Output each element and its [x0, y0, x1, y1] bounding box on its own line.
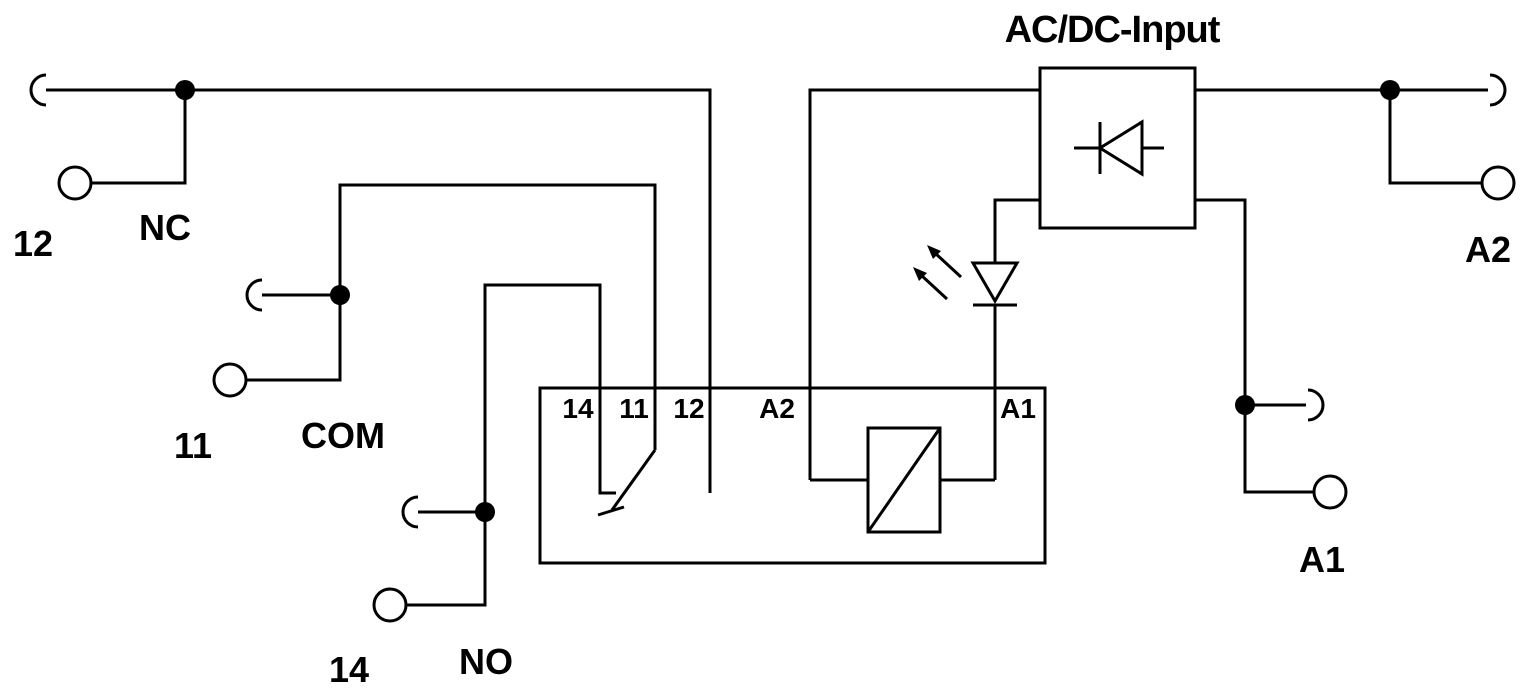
- label-terminal-11: 11: [174, 425, 212, 466]
- diode-triangle: [1097, 119, 1144, 177]
- diode-icon: [1074, 119, 1164, 177]
- acdc-input-block: AC/DC-Input: [1005, 9, 1222, 230]
- socket-terminal-icon: [1312, 474, 1348, 510]
- socket-terminal-icon: [372, 587, 408, 623]
- led-arrow-shaft: [919, 273, 949, 301]
- terminal-group-com: 11 COM: [174, 183, 657, 466]
- label-terminal-14: 14: [329, 649, 369, 690]
- junction-dot: [1235, 395, 1255, 415]
- contact-pin14-line: [598, 388, 616, 495]
- clamp-terminal-icon: [29, 73, 47, 107]
- contact-blade: [610, 449, 657, 511]
- relay-pin-label-a1: A1: [1000, 393, 1036, 424]
- acdc-input-title: AC/DC-Input: [1005, 9, 1221, 51]
- wire-acdc-to-a2-pin: [808, 88, 1040, 480]
- wire-no-branch: [406, 512, 487, 607]
- junction-dot: [475, 502, 495, 522]
- led-triangle: [970, 261, 1020, 304]
- relay-pin-label-14: 14: [562, 393, 594, 424]
- relay-coil-symbol: [810, 426, 995, 534]
- terminal-group-nc: 12 NC: [13, 73, 712, 388]
- socket-terminal-icon: [212, 362, 248, 398]
- wire-a1-main: [1195, 198, 1306, 407]
- wire-no-to-pin14: [418, 283, 602, 514]
- label-com: COM: [301, 415, 385, 456]
- relay-pin-label-a2: A2: [759, 393, 795, 424]
- socket-terminal-icon: [57, 165, 93, 201]
- junction-dot: [175, 80, 195, 100]
- wire-com-branch: [246, 295, 342, 382]
- label-terminal-a2: A2: [1465, 229, 1511, 270]
- led-arrow-head: [913, 267, 927, 281]
- coil-supply-wires: [808, 88, 1040, 480]
- relay-box-outline: [538, 386, 1047, 565]
- terminal-group-a2: A2: [1195, 73, 1516, 270]
- led-arrow-shaft: [933, 251, 963, 279]
- junction-dot: [1380, 80, 1400, 100]
- contact-tip: [597, 505, 625, 517]
- wire-acdc-to-led: [993, 198, 1040, 263]
- label-nc: NC: [139, 207, 191, 248]
- clamp-terminal-icon: [1489, 73, 1507, 107]
- label-terminal-a1: A1: [1299, 539, 1345, 580]
- label-terminal-12: 12: [13, 223, 53, 264]
- relay-pin-label-11: 11: [619, 393, 649, 424]
- wire-nc-branch: [91, 90, 187, 185]
- led-icon: [913, 245, 1020, 307]
- terminal-group-a1: A1: [1195, 198, 1348, 580]
- wire-nc-to-pin12: [46, 88, 712, 388]
- coil-diagonal: [866, 427, 942, 533]
- wire-a1-branch: [1243, 405, 1314, 494]
- junction-dot: [330, 285, 350, 305]
- acdc-box-outline: [1038, 66, 1197, 230]
- wire-a2-branch: [1388, 90, 1482, 185]
- led-arrow-head: [927, 245, 941, 259]
- socket-terminal-icon: [1480, 165, 1516, 201]
- clamp-terminal-icon: [1307, 388, 1325, 422]
- label-no: NO: [459, 641, 513, 682]
- clamp-terminal-icon: [245, 278, 263, 312]
- relay-pin-label-12: 12: [673, 393, 704, 424]
- clamp-terminal-icon: [401, 495, 419, 529]
- terminal-group-no: 14 NO: [329, 283, 602, 690]
- relay-module-box: 14 11 12 A2 A1: [538, 386, 1047, 565]
- wire-com-to-pin11: [262, 183, 657, 388]
- changeover-contact-symbol: [597, 388, 712, 517]
